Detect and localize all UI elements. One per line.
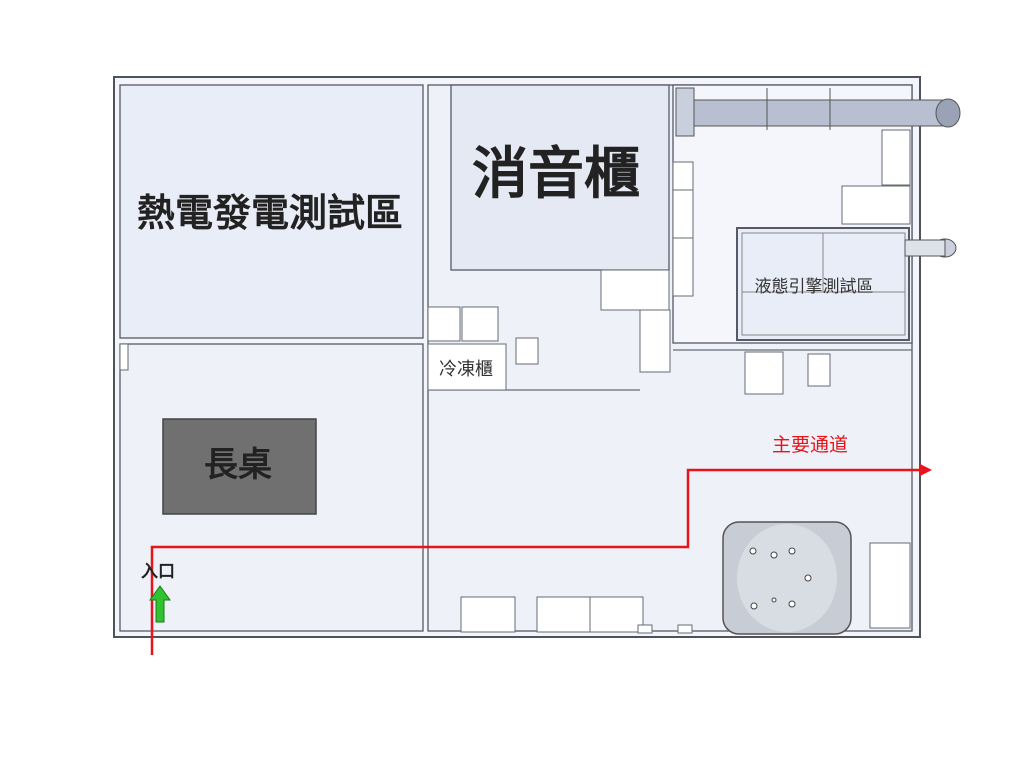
machine-box-3 (672, 161, 694, 191)
tank-hole-4 (804, 574, 812, 582)
tank-hole-1 (749, 547, 757, 555)
pipe-end (935, 98, 961, 128)
device-1 (744, 351, 784, 395)
machine-box-7 (639, 309, 671, 373)
device-2 (807, 353, 831, 387)
small-pipe-body (904, 239, 946, 257)
entrance-label: 入口 (141, 562, 175, 582)
label-box-1 (427, 306, 461, 342)
entrance-arrow-icon (149, 585, 171, 623)
long-table-label: 長桌 (204, 445, 272, 485)
tank-hole-3 (788, 547, 796, 555)
machine-box-5 (672, 237, 694, 297)
bottom-box-2 (536, 596, 591, 633)
lower-left-room-notch (119, 343, 129, 371)
muffler-cabinet (450, 84, 670, 271)
liquid-engine-test-area-label: 液態引擎測試區 (755, 277, 874, 297)
long-table (162, 418, 317, 515)
small-square (515, 337, 539, 365)
bottom-box-1 (460, 596, 516, 633)
outer-wall (113, 76, 921, 638)
cold-storage-box (427, 343, 507, 391)
machine-box-4 (672, 189, 694, 239)
machine-box-6 (600, 269, 670, 311)
bottom-small-1 (637, 624, 653, 634)
engine-inner (741, 232, 906, 336)
thermal-test-area (119, 84, 424, 339)
exhaust-pipe (675, 99, 955, 127)
tank-shade (737, 524, 837, 632)
cabinet-right (869, 542, 911, 629)
tank-hole-7 (788, 600, 796, 608)
label-box-2 (461, 306, 499, 342)
thermal-test-area-label: 熱電發電測試區 (137, 191, 403, 235)
cold-storage-label: 冷凍櫃 (439, 359, 493, 380)
tank-hole-2 (770, 551, 778, 559)
route-arrow-head (920, 464, 932, 476)
machine-box-2 (841, 185, 911, 225)
machine-box-1 (881, 129, 911, 186)
muffler-cabinet-label: 消音櫃 (472, 142, 640, 207)
main-passage-label: 主要通道 (772, 434, 848, 456)
main-route-line (150, 468, 920, 655)
bottom-box-3 (589, 596, 644, 633)
pipe-flange (675, 87, 695, 137)
bottom-small-2 (677, 624, 693, 634)
tank-hole-6 (771, 597, 777, 603)
tank-hole-5 (750, 602, 758, 610)
